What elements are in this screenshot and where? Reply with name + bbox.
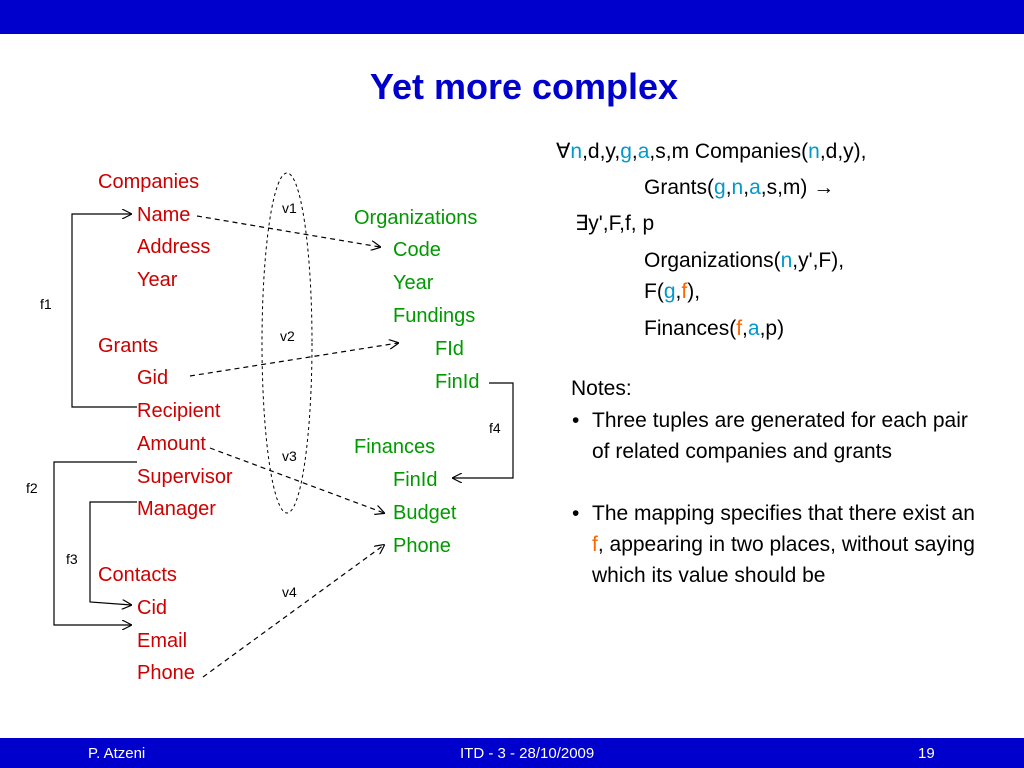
v4-arrow xyxy=(202,545,384,678)
attr-companies-address: Address xyxy=(137,236,211,258)
attr-finances-finid: FinId xyxy=(393,469,438,491)
relation-organizations: Organizations xyxy=(354,207,478,229)
attr-fundings-finid: FinId xyxy=(435,371,480,393)
attr-fundings-fid: FId xyxy=(435,338,464,360)
attr-contacts-email: Email xyxy=(137,630,188,652)
attr-grants-amount: Amount xyxy=(137,433,206,455)
top-bar xyxy=(0,0,1024,34)
attr-contacts-cid: Cid xyxy=(137,597,168,619)
label-v1: v1 xyxy=(282,200,297,216)
formula-line-5: F(g,f), xyxy=(644,280,701,303)
label-v2: v2 xyxy=(280,328,295,344)
attr-organizations-fundings: Fundings xyxy=(393,305,476,327)
f3-connector xyxy=(89,501,137,605)
formula-line-2: Grants(g,n,a,s,m) → xyxy=(644,176,835,199)
footer-author: P. Atzeni xyxy=(88,745,146,762)
notes-title: Notes: xyxy=(571,377,632,400)
formula-line-1: ∀n,d,y,g,a,s,m Companies(n,d,y), xyxy=(556,140,867,163)
formula-line-6: Finances(f,a,p) xyxy=(644,317,785,340)
slide-title: Yet more complex xyxy=(369,66,679,107)
f2-connector xyxy=(53,461,137,625)
attr-organizations-year: Year xyxy=(393,272,434,294)
f1-connector xyxy=(71,214,137,408)
relation-companies: Companies xyxy=(98,171,200,193)
attr-companies-year: Year xyxy=(137,269,178,291)
relation-grants: Grants xyxy=(98,335,159,357)
label-f2: f2 xyxy=(26,480,38,496)
attr-grants-gid: Gid xyxy=(137,367,169,389)
footer-page-number: 19 xyxy=(918,745,935,762)
v3-arrow xyxy=(209,447,384,513)
formula-line-3: ∃y',F,f, p xyxy=(575,212,655,235)
grouping-ellipse xyxy=(261,172,313,514)
label-f3: f3 xyxy=(66,551,78,567)
attr-grants-recipient: Recipient xyxy=(137,400,221,422)
label-f4: f4 xyxy=(489,420,501,436)
footer-bar: P. Atzeni ITD - 3 - 28/10/2009 19 xyxy=(0,738,1024,768)
f4-connector xyxy=(453,382,514,478)
attr-grants-manager: Manager xyxy=(137,498,216,520)
relation-finances: Finances xyxy=(354,436,436,458)
formula-line-4: Organizations(n,y',F), xyxy=(644,249,845,272)
relation-contacts: Contacts xyxy=(98,564,177,586)
v1-arrow xyxy=(196,215,380,247)
attr-organizations-code: Code xyxy=(393,239,441,261)
attr-finances-budget: Budget xyxy=(393,502,457,524)
attr-companies-name: Name xyxy=(137,204,191,226)
label-v3: v3 xyxy=(282,448,297,464)
v2-arrow xyxy=(189,343,398,377)
label-f1: f1 xyxy=(40,296,52,312)
attr-grants-supervisor: Supervisor xyxy=(137,466,233,488)
attr-finances-phone: Phone xyxy=(393,535,451,557)
attr-contacts-phone: Phone xyxy=(137,662,195,684)
footer-course: ITD - 3 - 28/10/2009 xyxy=(460,745,595,762)
label-v4: v4 xyxy=(282,584,297,600)
